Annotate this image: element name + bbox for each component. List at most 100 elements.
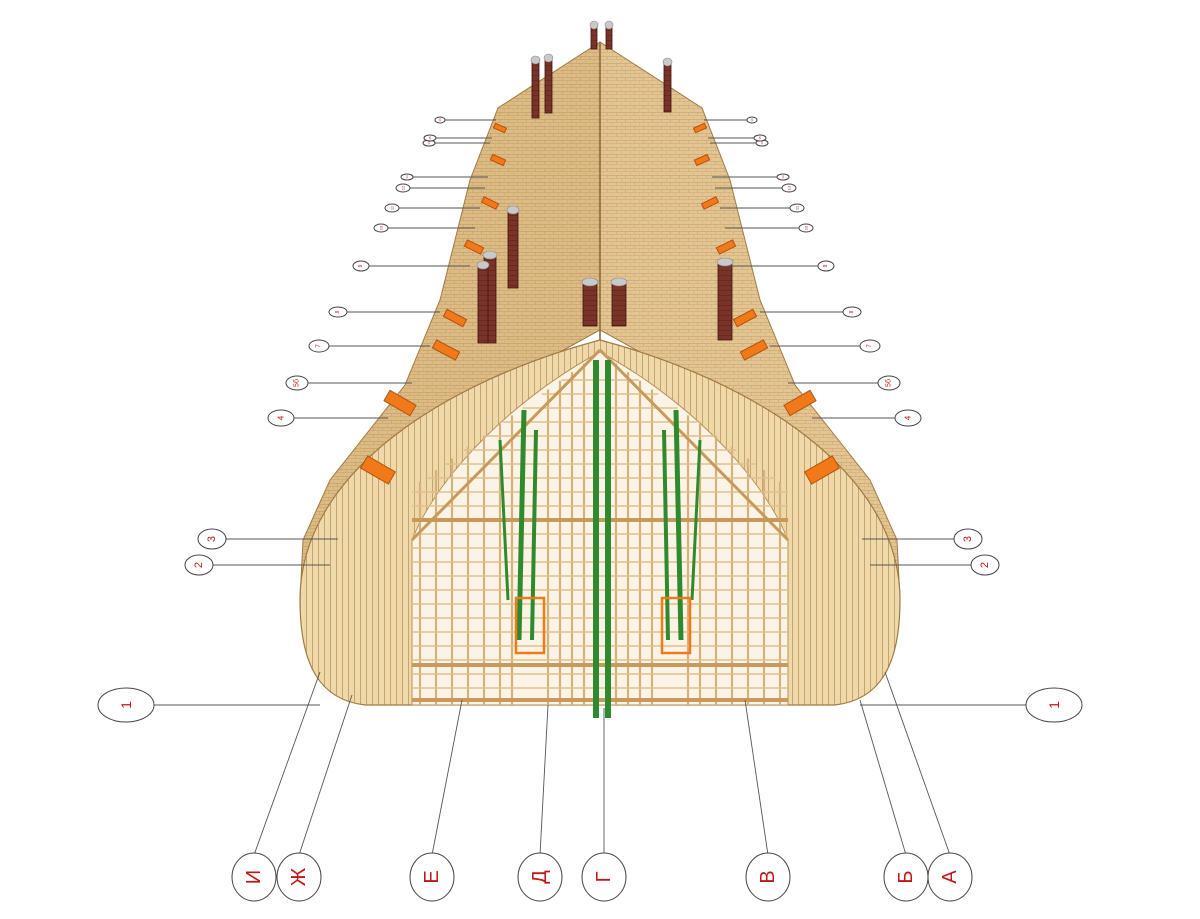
end-frame bbox=[299, 339, 901, 706]
roof-window bbox=[492, 122, 508, 134]
chimney bbox=[582, 281, 598, 327]
axis-bubble bbox=[745, 852, 791, 902]
axis-label: 15 bbox=[758, 136, 762, 140]
axis-bubble bbox=[953, 528, 983, 550]
axis-bubble bbox=[581, 852, 627, 902]
axis-bubble bbox=[781, 183, 797, 193]
green-post bbox=[690, 439, 702, 601]
grid-axis-leaders bbox=[154, 119, 1026, 856]
chimney-cap bbox=[716, 257, 734, 267]
axis-bubble bbox=[894, 409, 922, 427]
axis-label: 13 bbox=[781, 175, 785, 179]
axis-label: А bbox=[939, 870, 961, 884]
chimney bbox=[477, 264, 489, 344]
axis-bubble bbox=[395, 183, 411, 193]
axis-bubble bbox=[753, 134, 767, 142]
axis-label: 16 bbox=[750, 118, 754, 122]
chimney bbox=[531, 59, 540, 119]
roof-window bbox=[803, 455, 841, 485]
roof-window bbox=[463, 239, 485, 255]
axis-bubble bbox=[276, 852, 322, 902]
leader-line bbox=[744, 699, 769, 856]
axis-label: 3 bbox=[206, 536, 218, 542]
axis-label: 10 bbox=[379, 225, 384, 230]
chimney bbox=[544, 57, 553, 114]
axis-bubble bbox=[798, 223, 814, 233]
chimney bbox=[663, 61, 672, 113]
axis-label: 12 bbox=[787, 185, 792, 190]
axis-label: 2 bbox=[193, 562, 205, 568]
axis-label: 14 bbox=[427, 141, 431, 145]
roof-window bbox=[692, 122, 708, 134]
chimney-cap bbox=[662, 57, 673, 67]
axis-label: 4 bbox=[904, 415, 913, 420]
axis-bubble bbox=[328, 306, 348, 318]
axis-label: 11 bbox=[390, 205, 395, 210]
axis-bubble bbox=[517, 852, 563, 902]
roof-window bbox=[383, 389, 417, 417]
green-post bbox=[498, 439, 510, 601]
axis-label: 10 bbox=[804, 225, 809, 230]
axis-label: Б bbox=[895, 870, 917, 883]
axis-bubble bbox=[231, 852, 277, 902]
door-frame-left bbox=[514, 596, 546, 655]
axis-label: 7 bbox=[316, 344, 322, 348]
chimney-cap bbox=[482, 250, 498, 260]
axis-bubble bbox=[308, 339, 330, 353]
axis-bubble bbox=[746, 116, 758, 124]
axis-bubble bbox=[423, 134, 437, 142]
axis-bubble bbox=[877, 375, 901, 391]
roof-window bbox=[693, 153, 711, 167]
chimney-cap bbox=[589, 20, 599, 30]
axis-bubble bbox=[789, 203, 805, 213]
roof-window bbox=[715, 239, 737, 255]
axis-label: 14 bbox=[760, 141, 764, 145]
axis-label: 12 bbox=[401, 185, 406, 190]
axis-label: 8 bbox=[335, 310, 341, 313]
axis-label: 3 bbox=[962, 536, 974, 542]
axis-bubble bbox=[927, 852, 973, 902]
chimney-cap bbox=[506, 205, 520, 215]
axis-label: Ж bbox=[288, 867, 310, 886]
chimney-cap bbox=[530, 55, 541, 65]
axis-label: 16 bbox=[438, 118, 442, 122]
axis-bubble bbox=[1025, 687, 1083, 723]
green-post bbox=[516, 409, 527, 641]
chimney-cap bbox=[610, 277, 628, 287]
green-post bbox=[662, 429, 670, 641]
axis-bubble bbox=[384, 203, 400, 213]
gable-rafter bbox=[598, 348, 790, 542]
leader-line bbox=[253, 671, 321, 856]
roof-window bbox=[359, 455, 397, 485]
axis-bubble bbox=[285, 375, 309, 391]
axis-label: 11 bbox=[795, 205, 800, 210]
chimney-cap bbox=[543, 53, 554, 63]
leader-line bbox=[298, 694, 353, 856]
roof-window bbox=[700, 196, 720, 210]
roof-windows bbox=[359, 122, 841, 485]
axis-bubble bbox=[434, 116, 446, 124]
green-posts bbox=[498, 360, 702, 718]
axis-bubble bbox=[776, 173, 790, 181]
axis-label: 4 bbox=[277, 415, 286, 420]
axis-label: Д bbox=[529, 870, 551, 884]
chimney-cap bbox=[476, 260, 490, 270]
axis-label: 1 bbox=[1046, 701, 1062, 709]
roof-window bbox=[732, 308, 758, 328]
axis-label: И bbox=[243, 870, 265, 884]
roof-window bbox=[783, 389, 817, 417]
axis-label: 13 bbox=[405, 175, 409, 179]
axis-label: 7 bbox=[867, 344, 873, 348]
axis-bubble bbox=[352, 260, 370, 272]
door-frames bbox=[514, 596, 692, 655]
chimney bbox=[717, 261, 733, 341]
axis-bubble bbox=[842, 306, 862, 318]
axis-bubble bbox=[197, 528, 227, 550]
green-post bbox=[530, 429, 538, 641]
chimney bbox=[507, 209, 519, 289]
leader-line bbox=[884, 671, 951, 856]
roof-window bbox=[739, 339, 769, 361]
axis-label: Г bbox=[593, 871, 615, 882]
